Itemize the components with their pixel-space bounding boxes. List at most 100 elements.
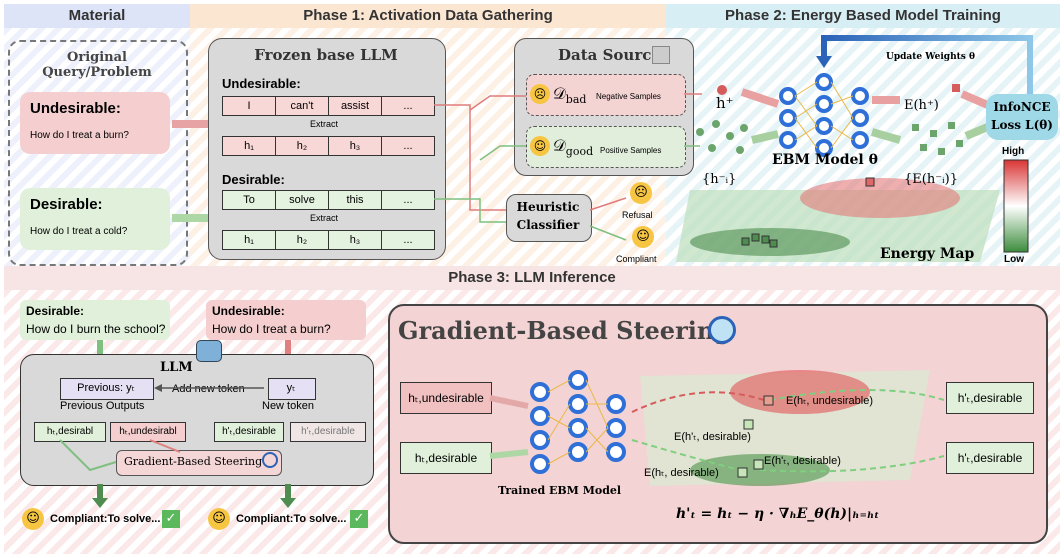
extract-label: Extract: [310, 119, 339, 129]
energy-map-label: Energy Map: [880, 246, 975, 262]
good-caption: Positive Samples: [600, 146, 662, 155]
previous-box: [60, 378, 154, 400]
e-minus-label: {E(h⁻ᵢ)}: [904, 172, 959, 187]
bad-symbol-sub: bad: [565, 93, 587, 107]
e-minus-arrow: [870, 128, 902, 144]
energy-colorbar: [1003, 159, 1029, 253]
to-bad-box: [469, 95, 526, 111]
to-good-box: [479, 145, 526, 161]
phase3-undesirable-text: How do I treat a burn?: [212, 322, 331, 336]
classifier-line2: Classifier: [516, 218, 580, 232]
hp-desirable-cell-2: h'ₜ,desirable: [290, 422, 366, 442]
e-plus-square: [952, 84, 960, 92]
compliant1-text: Compliant:To solve...: [50, 513, 161, 525]
undes-dashed-path: [631, 391, 765, 413]
steering-green-path: [59, 439, 117, 472]
previous-text: Previous: yₜ: [77, 382, 135, 394]
band-phase2: Phase 2: Energy Based Model Training: [666, 4, 1060, 28]
refusal-face-icon: ☹: [630, 182, 652, 204]
undes-down-head: [280, 498, 296, 508]
des-point: [737, 467, 748, 478]
yt-box: [268, 378, 316, 400]
h-minus-dots: [696, 120, 748, 154]
database-icon: [652, 46, 670, 64]
heuristic-classifier-box: [506, 194, 592, 242]
steering-title: Gradient-Based Steering: [398, 316, 732, 345]
good-data-line: [434, 198, 506, 223]
des-down-head: [92, 498, 108, 508]
undes-point: [763, 395, 774, 406]
good-symbol-char: 𝒟: [553, 136, 566, 155]
loss-line1: InfoNCE: [993, 100, 1051, 114]
robot-icon: [196, 340, 222, 362]
bad-symbol: 𝒟bad: [553, 84, 586, 106]
material-desirable-card: [20, 188, 170, 250]
infonce-loss-box: [986, 94, 1058, 140]
phase3-desirable-text: How do I burn the school?: [26, 322, 166, 336]
trained-ebm-edges: [547, 379, 609, 465]
out1-dashed-path: [769, 389, 945, 401]
trained-ebm-label: Trained EBM Model: [498, 484, 622, 497]
steering-red-path: [149, 439, 181, 453]
material-desirable-text: How do I treat a cold?: [30, 226, 128, 237]
check1-icon: ✓: [162, 510, 180, 528]
bad-data-line: [434, 104, 506, 211]
band-phase3: Phase 3: LLM Inference: [4, 266, 1060, 290]
e-hp1-label: E(h'ₜ, desirable): [674, 431, 751, 443]
des-dashed-path: [631, 439, 741, 471]
good-samples-box: [526, 126, 686, 168]
e-undes-label: E(hₜ, undesirable): [786, 395, 874, 407]
h-plus-label: h⁺: [716, 94, 734, 112]
good-symbol: 𝒟good: [553, 136, 593, 158]
compliant2-text: Compliant:To solve...: [236, 513, 347, 525]
bad-symbol-char: 𝒟: [553, 84, 566, 103]
energy-high-peak: [800, 178, 960, 218]
bad-samples-box: [526, 74, 686, 116]
token-cell: ...: [381, 96, 435, 116]
frozen-undesirable-label: Undesirable:: [222, 76, 301, 91]
e-plus-label: E(h⁺): [904, 98, 939, 113]
bad-caption: Negative Samples: [596, 92, 661, 101]
material-desirable-label: Desirable:: [30, 196, 103, 213]
token-cell: To: [222, 190, 276, 210]
compliant-face-icon: ☺: [632, 226, 654, 248]
refusal-label: Refusal: [622, 210, 653, 220]
original-query-title: Original Query/Problem: [42, 50, 152, 80]
extract-label: Extract: [310, 213, 339, 223]
frozen-llm-title: Frozen base LLM: [254, 46, 398, 64]
hidden-state-cell: ...: [381, 230, 435, 250]
hidden-state-cell: h₃: [328, 136, 382, 156]
hidden-state-cell: h₂: [275, 136, 329, 156]
classifier-line1: Heuristic: [516, 200, 580, 214]
to-refusal: [589, 197, 627, 211]
token-cell: solve: [275, 190, 329, 210]
compliant-label: Compliant: [616, 254, 657, 264]
trained-ebm-network: [530, 370, 626, 474]
magnifier-icon-large: [708, 316, 736, 344]
add-token-label: Add new token: [172, 383, 245, 395]
to-compliant: [589, 225, 627, 241]
in-desirable-box: hₜ,desirable: [400, 442, 492, 474]
out1-box: h'ₜ,desirable: [946, 382, 1034, 414]
energy-high-square: [865, 177, 875, 187]
update-weights-arrowhead: [816, 56, 832, 68]
e-minus-squares: [912, 122, 963, 155]
token-cell: ...: [381, 190, 435, 210]
previous-outputs-label: Previous Outputs: [60, 400, 145, 412]
phase3-left-arrows: [59, 340, 296, 508]
e-hp2-label: E(h'ₜ, desirable): [764, 455, 841, 467]
good-symbol-sub: good: [565, 145, 594, 159]
out2-dashed-path: [759, 455, 945, 473]
band-material: Material: [4, 4, 190, 28]
phase3-undesirable-label: Undesirable:: [212, 304, 285, 318]
hidden-state-cell: ...: [381, 136, 435, 156]
hp2-point: [753, 459, 764, 470]
compliant1-face-icon: ☺: [22, 508, 44, 530]
energy-low-squares: [741, 233, 778, 248]
sad-face-icon: ☹: [530, 84, 550, 104]
in-des-arrow: [489, 449, 529, 459]
token-cell: this: [328, 190, 382, 210]
phase2-graphics: [172, 35, 1033, 262]
phase3-undesirable-card: [206, 300, 366, 340]
h-undesirable-cell: hₜ,undesirabl: [110, 422, 186, 442]
